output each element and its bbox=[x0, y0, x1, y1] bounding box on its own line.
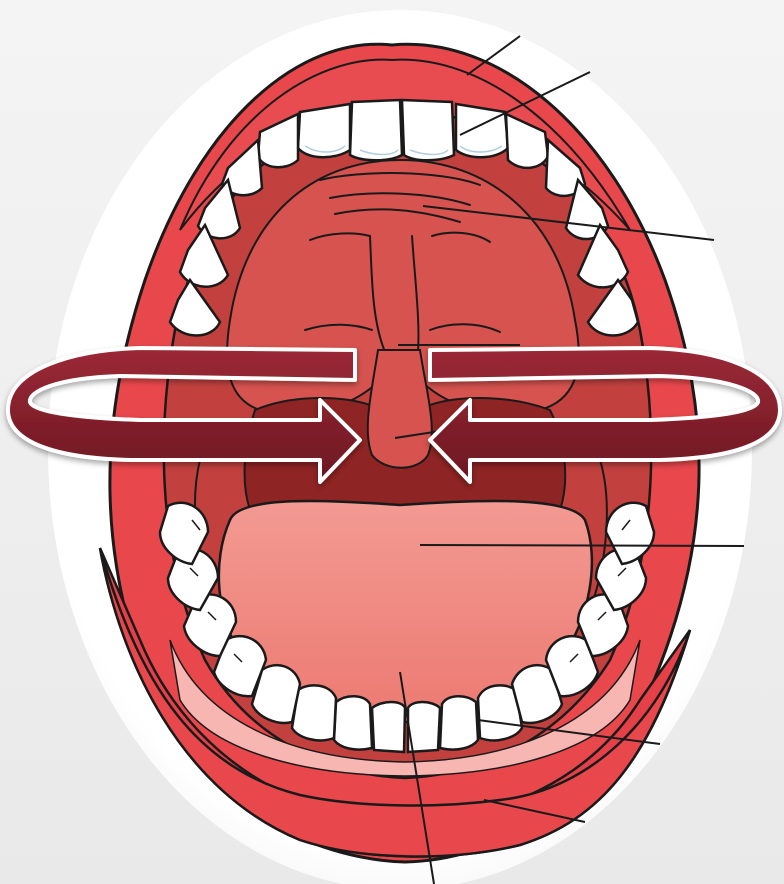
upper-incisor bbox=[350, 100, 402, 160]
uvula bbox=[368, 350, 432, 468]
pointer-line-tongue bbox=[420, 545, 744, 546]
